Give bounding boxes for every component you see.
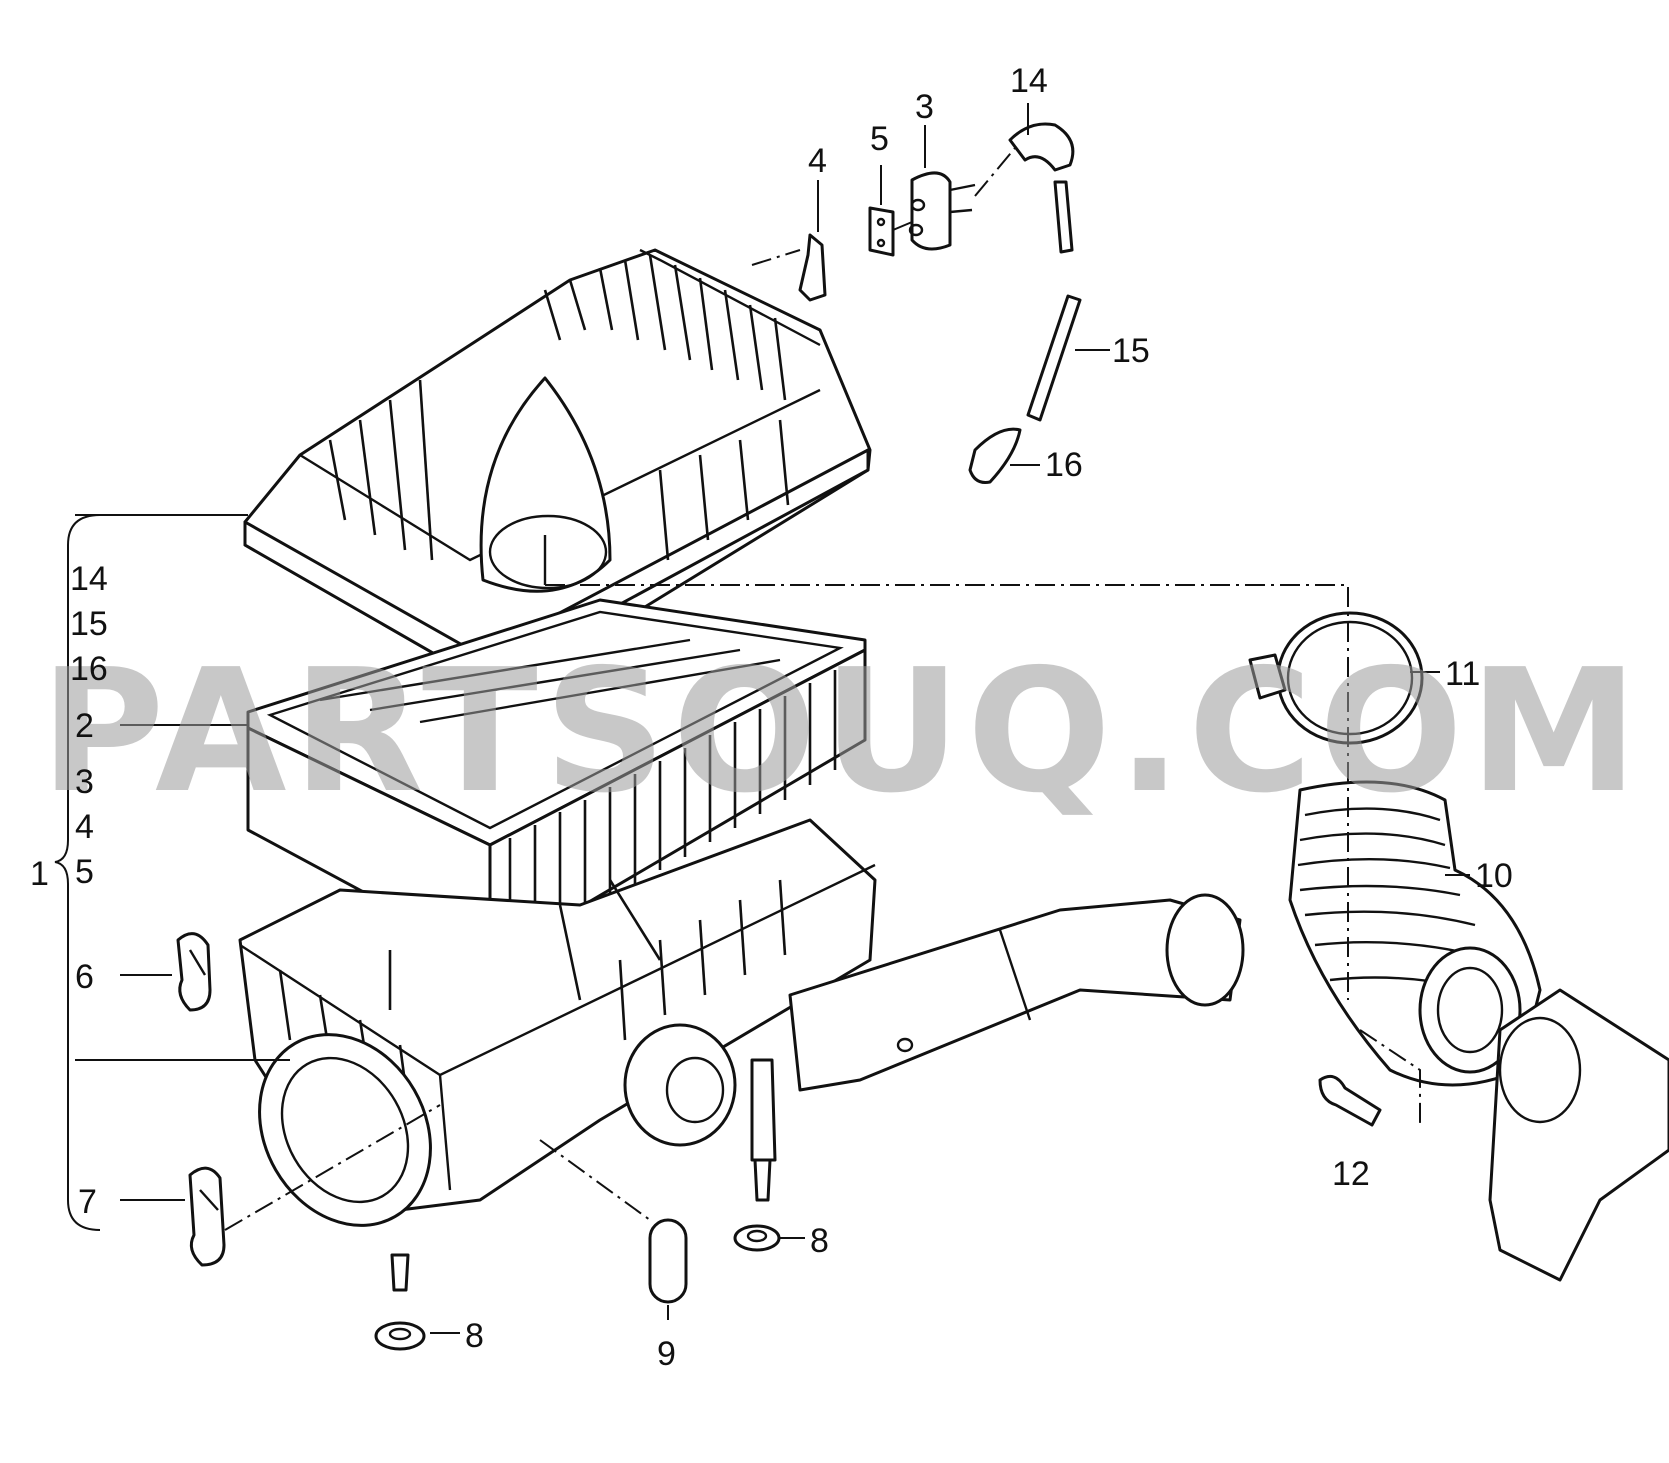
lower-housing — [238, 818, 877, 1227]
inlet-flange — [258, 1033, 432, 1227]
callout-9: 9 — [657, 1335, 676, 1373]
callout-6: 6 — [75, 958, 94, 996]
stud-sensor — [750, 1058, 777, 1202]
watermark-text: PARTSOUQ.COM — [40, 633, 1644, 831]
throttle-connector — [1488, 988, 1669, 1282]
bracket-item-14: 14 — [70, 560, 108, 598]
clip-7 — [188, 1166, 226, 1267]
intake-duct — [788, 893, 1245, 1092]
bracket-item-3: 3 — [75, 763, 94, 801]
callout-14: 14 — [1010, 62, 1048, 100]
bellows-hose-10 — [1288, 780, 1542, 1087]
grommet-8-right — [733, 1224, 781, 1252]
gasket-5 — [868, 206, 895, 257]
lid-intake-cone — [479, 376, 612, 593]
bracket-item-5: 5 — [75, 853, 94, 891]
group-brace — [54, 514, 101, 1231]
clip-6 — [176, 932, 212, 1012]
hose-clamp-11 — [1248, 611, 1424, 745]
air-filter-lid — [243, 248, 872, 682]
hose-15 — [1026, 180, 1082, 422]
filter-pleats — [319, 638, 837, 952]
callout-8-bottom: 8 — [465, 1317, 484, 1355]
lid-ribs — [328, 254, 790, 561]
callout-5: 5 — [870, 120, 889, 158]
callout-11: 11 — [1445, 655, 1480, 693]
callout-10: 10 — [1475, 857, 1513, 895]
callout-4: 4 — [808, 142, 827, 180]
sleeve-16 — [968, 427, 1022, 484]
leader-lines — [75, 103, 1470, 1334]
callout-16: 16 — [1045, 446, 1083, 484]
valve-3 — [908, 171, 976, 251]
callout-8-right: 8 — [810, 1222, 829, 1260]
seal-9 — [648, 1218, 688, 1304]
callout-15: 15 — [1112, 332, 1150, 370]
callout-labels: 1 14 15 16 2 3 4 5 14 3 5 4 15 16 11 10 … — [30, 62, 1513, 1373]
callout-12: 12 — [1332, 1155, 1370, 1193]
bracket-4 — [798, 233, 827, 302]
bracket-item-15: 15 — [70, 605, 108, 643]
bracket-item-2: 2 — [75, 707, 94, 745]
grommet-8-bottom — [374, 1253, 426, 1351]
callout-1: 1 — [30, 855, 49, 893]
bracket-item-16: 16 — [70, 650, 108, 688]
callout-7: 7 — [78, 1183, 97, 1221]
bolt-12 — [1318, 1074, 1382, 1127]
bracket-item-4: 4 — [75, 808, 94, 846]
outlet-boss — [623, 1023, 737, 1147]
callout-3: 3 — [915, 88, 934, 126]
elbow-14 — [1008, 122, 1075, 172]
